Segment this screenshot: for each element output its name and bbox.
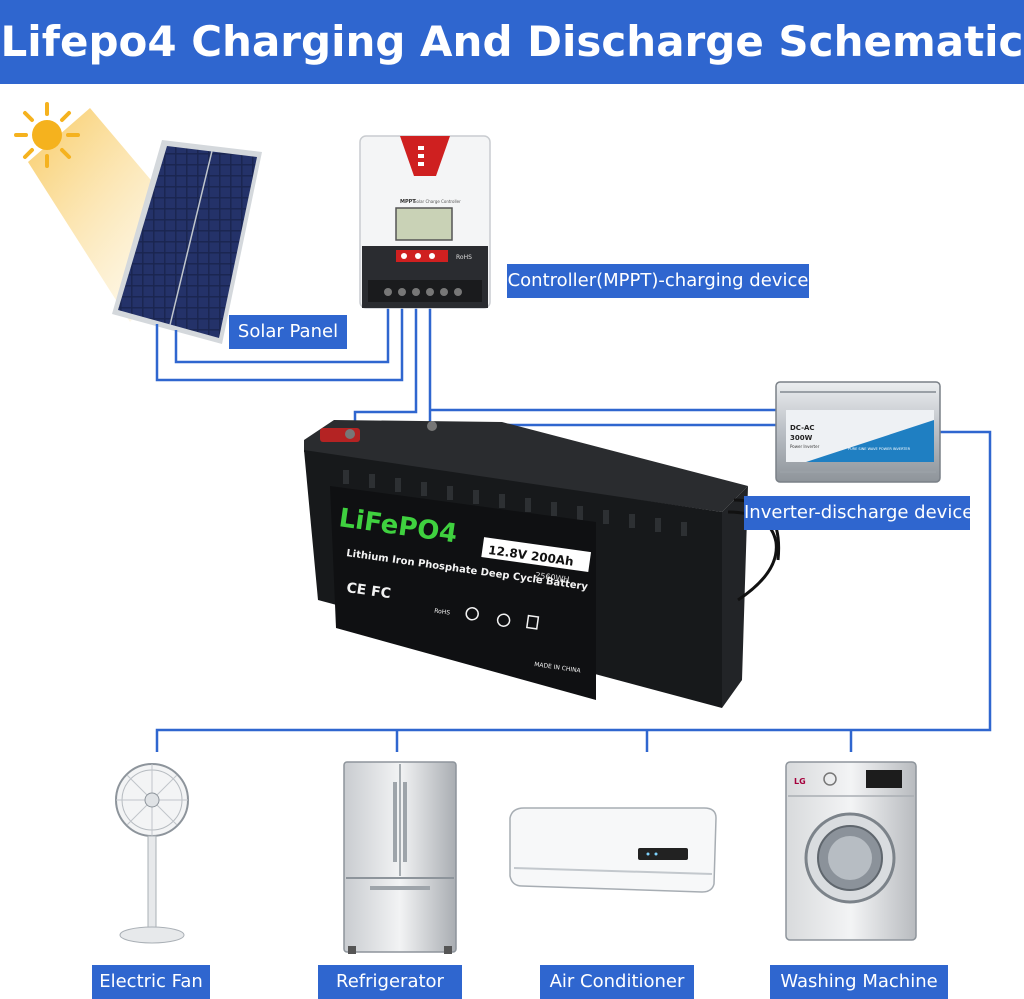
refrigerator-label: Refrigerator — [318, 965, 462, 999]
washing-machine-label: Washing Machine — [770, 965, 948, 999]
title-banner: Lifepo4 Charging And Discharge Schematic — [0, 0, 1024, 84]
solar-panel — [112, 140, 262, 344]
wiring — [155, 308, 992, 752]
battery-marks: CE FC — [345, 580, 391, 602]
electric-fan-label: Electric Fan — [92, 965, 210, 999]
controller-subtitle: Solar Charge Controller — [414, 199, 461, 204]
electric-fan — [115, 763, 189, 944]
inverter-line1: DC-AC — [790, 424, 815, 432]
refrigerator — [343, 761, 457, 954]
inverter-line2: 300W — [790, 434, 813, 442]
air-conditioner — [509, 807, 717, 893]
inverter: DC-AC 300W Power Inverter PURE SINE WAVE… — [775, 381, 941, 483]
controller-brand: MPPT — [400, 199, 416, 205]
inverter-tag: PURE SINE WAVE POWER INVERTER — [848, 447, 911, 451]
controller-label: Controller(MPPT)-charging device — [507, 264, 809, 298]
washer-brand: LG — [794, 777, 806, 786]
battery-rohs: RoHS — [434, 607, 451, 616]
inverter-label: Inverter-discharge device — [744, 496, 973, 530]
controller-rohs: RoHS — [456, 254, 472, 261]
washing-machine: LG — [785, 761, 917, 941]
solar-panel-label: Solar Panel — [229, 315, 347, 349]
mppt-controller: MPPT Solar Charge Controller RoHS — [359, 135, 491, 309]
page-title: Lifepo4 Charging And Discharge Schematic — [0, 17, 1024, 66]
air-conditioner-label: Air Conditioner — [540, 965, 694, 999]
battery: LiFePO4 12.8V 200Ah 2560WH Lithium Iron … — [304, 420, 781, 708]
inverter-line3: Power Inverter — [790, 444, 820, 449]
